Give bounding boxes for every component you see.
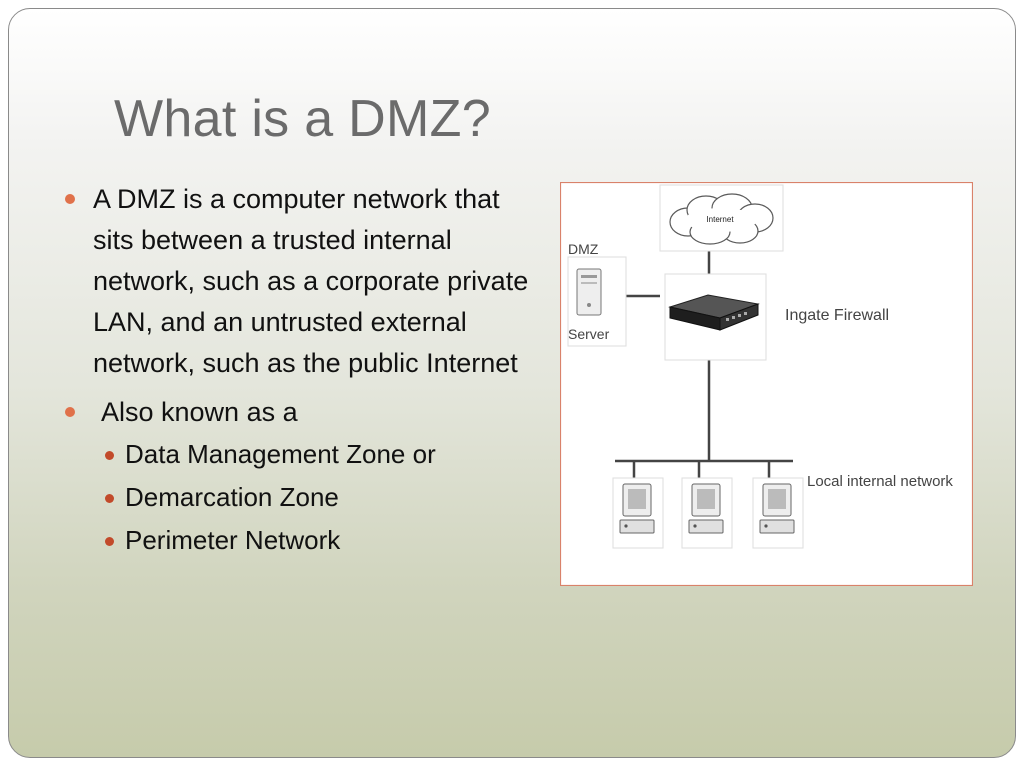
sub-bullet-dot-icon: [105, 537, 114, 546]
sub-bullet-item: Perimeter Network: [61, 519, 531, 562]
slide: What is a DMZ? A DMZ is a computer netwo…: [8, 8, 1016, 758]
bullet-text: Also known as a: [101, 397, 298, 427]
firewall-label: Ingate Firewall: [785, 307, 889, 324]
sub-bullet-dot-icon: [105, 494, 114, 503]
bullet-item-definition: A DMZ is a computer network that sits be…: [61, 179, 531, 384]
lan-label: Local internal network: [807, 473, 953, 490]
internet-cloud-icon: Internet: [659, 184, 784, 252]
firewall-icon: [664, 273, 767, 361]
workstation-icon: [612, 477, 664, 549]
sub-bullet-item: Demarcation Zone: [61, 476, 531, 519]
bullet-dot-icon: [65, 407, 75, 417]
sub-bullet-text: Data Management Zone or: [125, 439, 436, 469]
internet-label: Internet: [706, 215, 734, 224]
sub-bullet-dot-icon: [105, 451, 114, 460]
workstation-icon: [752, 477, 804, 549]
bullet-item-aka: Also known as a: [61, 392, 531, 433]
dmz-label: DMZ: [568, 241, 599, 257]
bullet-text: A DMZ is a computer network that sits be…: [93, 184, 529, 378]
bullet-dot-icon: [65, 194, 75, 204]
sub-bullet-item: Data Management Zone or: [61, 433, 531, 476]
sub-bullet-text: Demarcation Zone: [125, 482, 339, 512]
bullet-list: A DMZ is a computer network that sits be…: [61, 179, 531, 562]
slide-title: What is a DMZ?: [114, 90, 491, 148]
workstation-icon: [681, 477, 733, 549]
dmz-server-icon: [567, 256, 627, 347]
server-label: Server: [568, 326, 610, 342]
sub-bullet-text: Perimeter Network: [125, 525, 341, 555]
dmz-network-diagram: Internet DMZ Server Ingate Firewall: [560, 182, 973, 586]
